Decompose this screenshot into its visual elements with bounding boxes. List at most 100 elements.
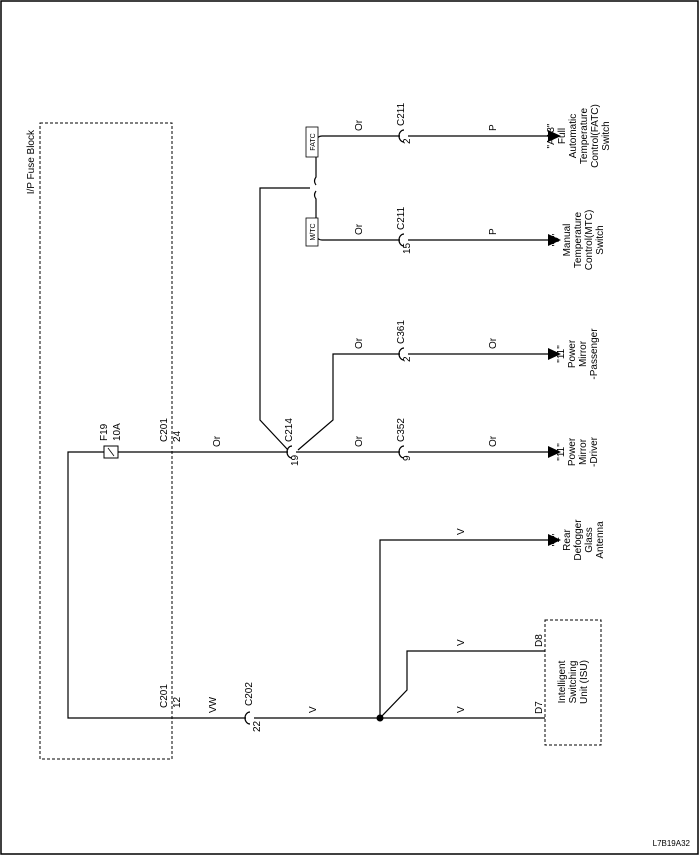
isu-line-3: Unit (ISU) (579, 660, 590, 704)
arrow-heads (548, 130, 561, 546)
wire-label-p-fatc: P (488, 124, 499, 131)
wire-label-or-driver-post: Or (488, 435, 499, 447)
dest-mirror-drv-line-4: -Driver (589, 436, 600, 467)
conn-c214-glyph (286, 445, 293, 459)
conn-c361-glyph (398, 347, 405, 361)
dest-rear-def-line-1: "1" (551, 533, 562, 546)
option-mtc: M/TC (305, 217, 319, 247)
wire-label-or-main: Or (212, 435, 223, 447)
c202-pin: 22 (252, 720, 263, 732)
c214-pin: 19 (290, 454, 301, 466)
dest-mtc-line-1: "9" (551, 233, 562, 246)
dest-mtc: "9" Manual Temperature Control(MTC) Swit… (551, 210, 606, 271)
c352-pin: 9 (402, 455, 413, 461)
wire-label-or-driver-pre: Or (354, 435, 365, 447)
wire-label-or-mtc: Or (354, 223, 365, 235)
arrow-fatc (548, 130, 561, 142)
c361-pin: 2 (402, 356, 413, 362)
dest-rear-def: "1" Rear Defogger Glass Antenna (551, 519, 606, 561)
c211b-pin: 15 (402, 242, 413, 254)
wire-label-vw: VW (208, 696, 219, 713)
option-fatc-box (305, 126, 319, 158)
isu-line-1: Intelligent (557, 660, 568, 703)
wire-v-rear (379, 539, 548, 718)
dest-fatc-line-5: Control(FATC) (590, 104, 601, 168)
wire-label-v-d7: V (456, 706, 467, 713)
connector-glyphs (244, 129, 405, 725)
isu-line-2: Switching (568, 661, 579, 704)
dest-mirror-pass-line-2: Power (567, 339, 578, 368)
c202-name: C202 (244, 682, 255, 706)
arrow-rear-def (548, 534, 561, 546)
c211b-name: C211 (396, 206, 407, 230)
wire-label-p-mtc: P (488, 228, 499, 235)
dest-mirror-drv-line-2: Power (567, 437, 578, 466)
isu-label: Intelligent Switching Unit (ISU) (557, 660, 590, 704)
c211a-pin: 2 (402, 138, 413, 144)
wire-label-v-rear: V (456, 528, 467, 535)
conn-c211b-glyph (398, 233, 405, 247)
dest-rear-def-line-4: Glass (584, 527, 595, 553)
wire-label-or-fatc: Or (354, 119, 365, 131)
fuse-block-label: I/P Fuse Block (26, 129, 37, 194)
dest-mtc-line-5: Switch (595, 225, 606, 254)
c201-bot-pin: 12 (172, 696, 183, 708)
fuse-block-box (39, 122, 173, 760)
arrow-mirror-drv (548, 446, 561, 458)
dest-fatc-line-4: Temperature (579, 107, 590, 164)
c201-top-pin: 24 (172, 430, 183, 442)
dest-fatc-line-1: "A13" (546, 123, 557, 148)
wire-label-v-main: V (308, 706, 319, 713)
dest-mirror-pass-line-3: Mirror (578, 340, 589, 367)
option-mtc-text: M/TC (310, 223, 317, 240)
c201-top-name: C201 (159, 418, 170, 442)
isu-pin-d7: D7 (534, 701, 545, 714)
dest-rear-def-line-2: Rear (562, 528, 573, 550)
dest-rear-def-line-5: Antenna (595, 521, 606, 559)
dest-fatc-line-3: Automatic (568, 114, 579, 158)
dest-fatc-line-2: Full (557, 128, 568, 144)
fuse-rating: 10A (112, 423, 123, 441)
option-fatc-text: FATC (310, 133, 317, 150)
wire-label-or-pass-post: Or (488, 337, 499, 349)
fuse-id: F19 (99, 423, 110, 441)
option-mtc-box (305, 217, 319, 247)
dest-fatc-line-6: Switch (601, 121, 612, 150)
dest-mirror-pass-line-1: "11" (556, 345, 567, 363)
wire-or-pass-pre (297, 353, 400, 451)
wire-v-d8 (379, 650, 545, 719)
dest-fatc: "A13" Full Automatic Temperature Control… (546, 104, 612, 168)
dest-rear-def-line-3: Defogger (573, 519, 584, 561)
arrow-mtc (548, 234, 561, 246)
wire-or-option (259, 187, 310, 451)
conn-c211a-glyph (398, 129, 405, 143)
c361-name: C361 (396, 320, 407, 344)
wire-fuse-feed (67, 451, 246, 719)
dest-mirror-drv-line-1: "11" (556, 443, 567, 461)
dest-mirror-pass: "11" Power Mirror -Passenger (556, 328, 600, 380)
dest-mtc-line-4: Control(MTC) (584, 210, 595, 271)
wire-label-or-pass-pre: Or (354, 337, 365, 349)
dest-mirror-drv-line-3: Mirror (578, 438, 589, 465)
fuse-f19: F19 10A (99, 423, 123, 459)
c214-name: C214 (284, 418, 295, 442)
arrow-mirror-pass (548, 348, 561, 360)
isu-box (544, 619, 602, 746)
dest-mirror-pass-line-4: -Passenger (589, 328, 600, 380)
conn-c352-glyph (398, 445, 405, 459)
c211a-name: C211 (396, 102, 407, 126)
dest-mtc-line-2: Manual (562, 224, 573, 257)
option-fatc: FATC (305, 126, 319, 158)
wire-label-v-d8: V (456, 639, 467, 646)
dest-mtc-line-3: Temperature (573, 211, 584, 268)
isu-pin-d8: D8 (534, 634, 545, 647)
dest-mirror-drv: "11" Power Mirror -Driver (556, 436, 600, 467)
figure-code: L7B19A32 (653, 839, 691, 848)
conn-c202-glyph (244, 711, 251, 725)
c352-name: C352 (396, 418, 407, 442)
splice-dot (376, 714, 384, 722)
c201-bot-name: C201 (159, 684, 170, 708)
